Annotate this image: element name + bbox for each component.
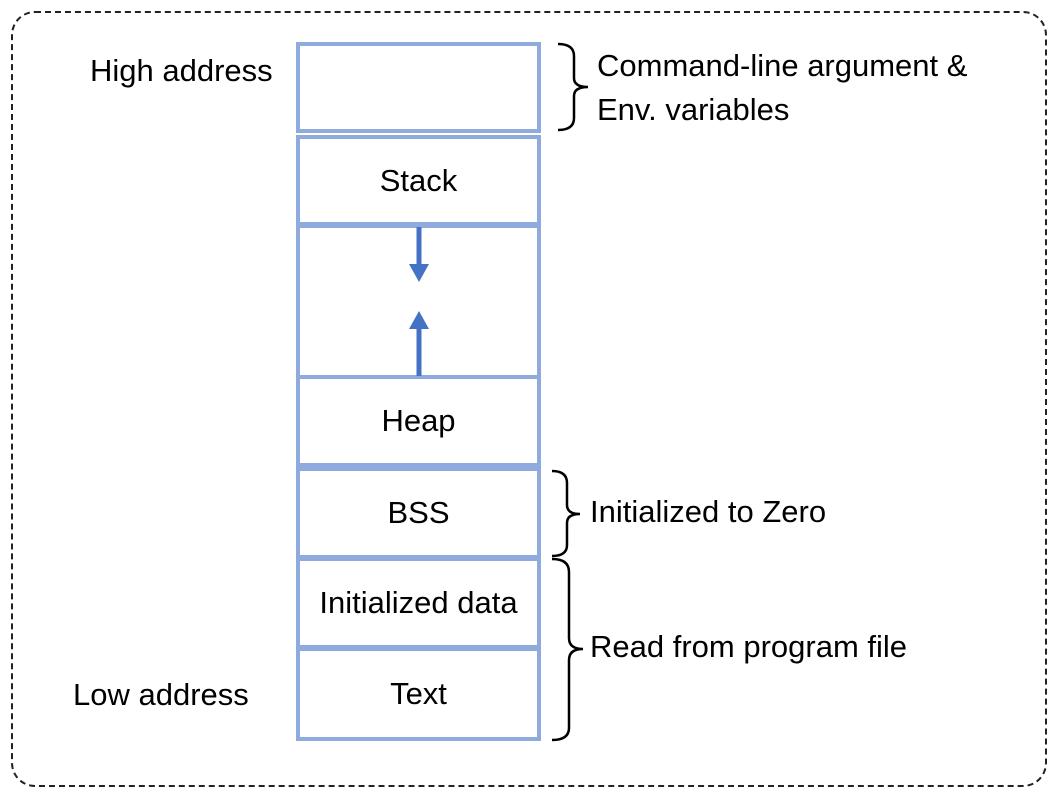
segment-heap: Heap — [296, 375, 541, 467]
low-address-label: Low address — [73, 677, 249, 712]
segment-args-env — [296, 42, 541, 133]
segment-initialized-data: Initialized data — [296, 557, 541, 649]
args-env-note-line2: Env. variables — [597, 92, 790, 127]
segment-free-gap — [296, 224, 541, 379]
high-address-label: High address — [90, 53, 273, 88]
segment-text: Text — [296, 647, 541, 741]
diagram-frame — [11, 11, 1047, 787]
program-file-note: Read from program file — [590, 629, 908, 664]
segment-stack: Stack — [296, 135, 541, 226]
bss-note: Initialized to Zero — [590, 494, 827, 529]
args-env-note-line1: Command-line argument & — [597, 48, 968, 83]
segment-bss: BSS — [296, 467, 541, 559]
